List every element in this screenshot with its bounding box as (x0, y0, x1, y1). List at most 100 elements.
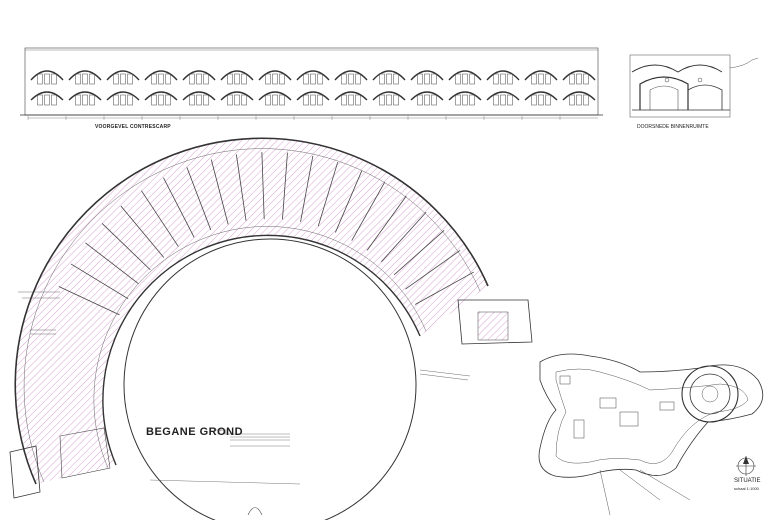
elevation-window (82, 73, 88, 85)
elevation-upper-arch (106, 70, 140, 81)
elevation-window (583, 94, 589, 106)
elevation-window (272, 94, 278, 106)
elevation-lower-arch (372, 91, 406, 101)
elevation-window (310, 73, 316, 85)
elevation-window (265, 94, 271, 106)
elevation-window (576, 94, 582, 106)
elevation-upper-arch (30, 70, 64, 81)
elevation-window (203, 94, 209, 106)
elevation-window (417, 94, 423, 106)
elevation-window (89, 73, 95, 85)
elevation-window (151, 73, 157, 85)
partition-wall (70, 263, 129, 300)
elevation-window (462, 73, 468, 85)
elevation-window (393, 94, 399, 106)
elevation-window (265, 73, 271, 85)
elevation-upper-arch (410, 70, 444, 81)
elevation-lower-arch (30, 91, 64, 101)
elevation-window (424, 94, 430, 106)
elevation-upper-arch (448, 70, 482, 81)
elevation-window (196, 73, 202, 85)
elevation-lower-arch (524, 91, 558, 101)
elevation-window (89, 94, 95, 106)
elevation-lower-arch (220, 91, 254, 101)
elevation-upper-arch (372, 70, 406, 81)
elevation-lower-arch (296, 91, 330, 101)
elevation-window (569, 94, 575, 106)
site-title: SITUATIE (734, 478, 761, 484)
elevation-window (341, 94, 347, 106)
elevation-upper-arch (486, 70, 520, 81)
elevation-upper-arch (334, 70, 368, 81)
elevation-lower-arch (106, 91, 140, 101)
elevation-window (569, 73, 575, 85)
partition-wall (300, 155, 314, 222)
elevation-window (317, 73, 323, 85)
floor-plan (9, 137, 533, 520)
elevation-lower-arch (486, 91, 520, 101)
partition-wall (351, 182, 386, 241)
elevation-window (576, 73, 582, 85)
elevation-drawing (20, 47, 603, 120)
elevation-window (120, 94, 126, 106)
elevation-window (279, 73, 285, 85)
partition-wall (261, 152, 265, 220)
elevation-window (303, 73, 309, 85)
elevation-lower-arch (258, 91, 292, 101)
elevation-window (341, 73, 347, 85)
partition-wall (210, 159, 229, 225)
elevation-window (386, 94, 392, 106)
elevation-window (241, 73, 247, 85)
elevation-dimension-line (27, 116, 598, 120)
partition-wall (414, 271, 474, 305)
partition-wall (141, 190, 179, 247)
elevation-upper-arch (296, 70, 330, 81)
elevation-window (355, 73, 361, 85)
elevation-upper-arch (68, 70, 102, 81)
elevation-window (310, 94, 316, 106)
elevation-window (317, 94, 323, 106)
elevation-window (545, 94, 551, 106)
elevation-window (531, 94, 537, 106)
elevation-upper-arch (182, 70, 216, 81)
plan-title: BEGANE GROND (146, 426, 244, 438)
elevation-window (469, 94, 475, 106)
radial-partition-walls (58, 152, 474, 316)
elevation-upper-arch (144, 70, 178, 81)
elevation-window (234, 73, 240, 85)
elevation-window (203, 73, 209, 85)
elevation-window (455, 94, 461, 106)
elevation-window (424, 73, 430, 85)
elevation-window (493, 73, 499, 85)
elevation-window (545, 73, 551, 85)
partition-wall (186, 167, 212, 231)
partition-wall (393, 230, 445, 276)
section-drawing (629, 54, 759, 118)
elevation-window (393, 73, 399, 85)
elevation-window (113, 73, 119, 85)
elevation-window (538, 73, 544, 85)
elevation-window (431, 73, 437, 85)
elevation-upper-arch (220, 70, 254, 81)
partition-wall (366, 195, 407, 251)
elevation-window (272, 73, 278, 85)
elevation-window (158, 94, 164, 106)
elevation-window (196, 94, 202, 106)
elevation-upper-arch (258, 70, 292, 81)
elevation-window (469, 73, 475, 85)
elevation-window (348, 73, 354, 85)
elevation-upper-arch (524, 70, 558, 81)
elevation-window (189, 73, 195, 85)
elevation-window (158, 73, 164, 85)
elevation-upper-arch (562, 70, 596, 81)
elevation-window (44, 94, 50, 106)
elevation-window (37, 73, 43, 85)
partition-wall (163, 177, 195, 238)
elevation-window (44, 73, 50, 85)
elevation-window (120, 73, 126, 85)
elevation-window (82, 94, 88, 106)
elevation-window (455, 73, 461, 85)
site-plan (538, 353, 764, 516)
elevation-lower-arch (68, 91, 102, 101)
elevation-lower-arch (144, 91, 178, 101)
